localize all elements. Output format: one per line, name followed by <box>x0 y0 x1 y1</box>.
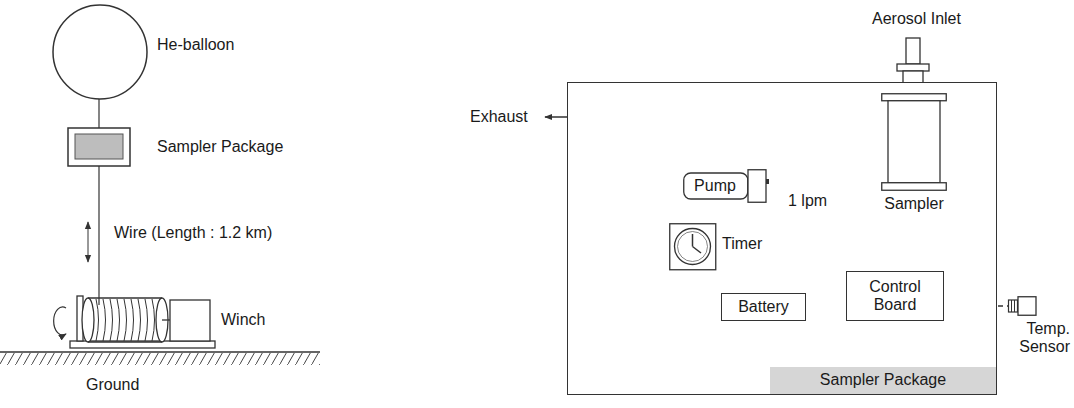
length-arrow <box>88 222 89 262</box>
battery-box: Battery <box>721 293 806 321</box>
node-label: Sampler Package <box>820 371 946 389</box>
housing-title-band: Sampler Package <box>770 367 996 394</box>
flow-rate-label: 1 lpm <box>786 192 829 210</box>
winch-coil <box>96 299 155 341</box>
temp-sensor-icon <box>1008 296 1048 324</box>
wire-label: Wire (Length : 1.2 km) <box>114 224 272 242</box>
sampler-cylinder-symbol <box>881 93 947 193</box>
timer-text-area: Timer <box>722 235 762 253</box>
he-balloon <box>53 5 147 99</box>
node-label: Battery <box>738 298 789 316</box>
sampler-package-housing: Sampler Package PumpTimerBattery Control B… <box>567 82 997 395</box>
sampler-cylinder: Sampler <box>881 93 947 215</box>
inlet-label: Aerosol Inlet <box>872 10 961 28</box>
clock-icon <box>669 223 717 271</box>
exhaust-label: Exhaust <box>470 108 528 126</box>
sampler-package-inner <box>75 134 123 159</box>
balloon-label: He-balloon <box>157 36 234 54</box>
timer: Timer <box>669 223 773 271</box>
package-label: Sampler Package <box>157 138 283 156</box>
balloon-tether <box>98 99 99 128</box>
node-label: Control Board <box>847 278 943 315</box>
rotation-arrow <box>54 307 66 335</box>
node-label: Pump <box>694 177 736 195</box>
winch <box>70 296 215 348</box>
temp-sensor: Temp. Sensor <box>1008 296 1070 362</box>
winch-label: Winch <box>221 311 265 329</box>
node-label: Temp. Sensor <box>1008 320 1070 357</box>
sampler-text-area: Sampler <box>881 195 947 213</box>
ground-line <box>0 351 320 353</box>
ground-label: Ground <box>86 376 139 394</box>
sensor-text-area: Temp. Sensor <box>1008 320 1070 357</box>
ground-hatch <box>0 353 320 365</box>
sampler-package-small <box>68 128 130 166</box>
pump-text-area: Pump <box>683 173 747 199</box>
pump: Pump <box>683 169 769 203</box>
wire <box>98 166 99 305</box>
control-board-box: Control Board <box>846 271 944 321</box>
node-label: Timer <box>722 235 762 253</box>
node-label: Sampler <box>884 195 944 213</box>
